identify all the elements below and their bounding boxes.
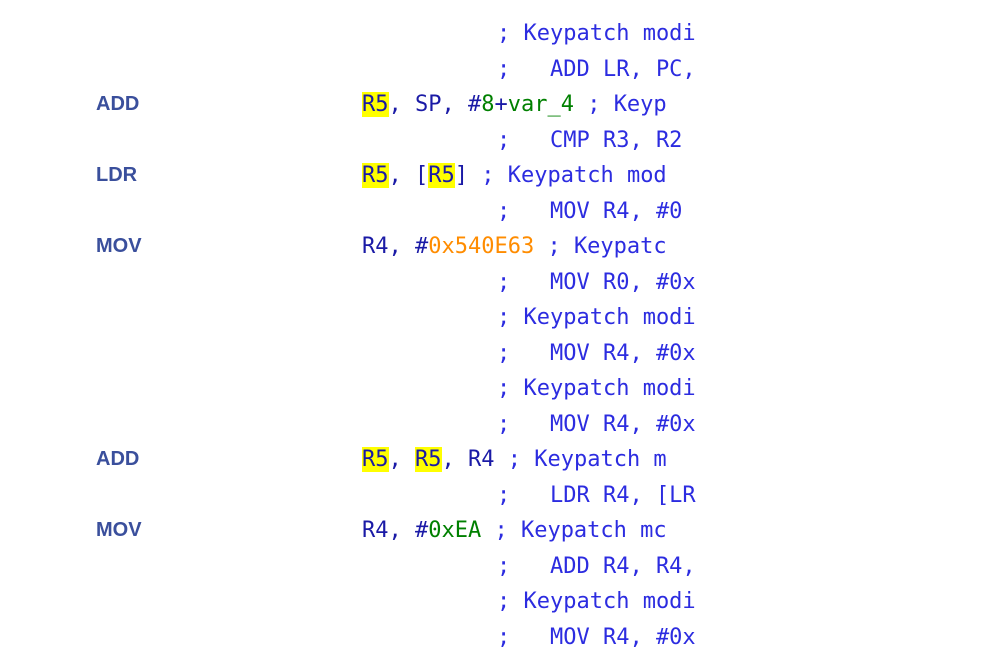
instruction-mnemonic: MOV <box>96 235 142 257</box>
inline-comment: ; Keypatc <box>534 234 667 259</box>
operand-text: , <box>388 447 415 472</box>
listing-row[interactable]: ; MOV R4, #0x <box>0 407 752 443</box>
listing-row[interactable]: ; MOV R4, #0 <box>0 194 752 230</box>
listing-row[interactable]: ; LDR R4, [LR <box>0 478 752 514</box>
listing-row[interactable]: ; MOV R4, #0x <box>0 620 752 656</box>
highlighted-register[interactable]: R5 <box>428 163 455 188</box>
listing-row[interactable]: MOV R4, #0x540E63 ; Keypatc <box>0 229 752 265</box>
comment-line: ; ADD LR, PC, <box>497 56 696 82</box>
symbol-token: 0xEA <box>428 518 482 543</box>
listing-row[interactable]: ADD R5, SP, #8+var_4 ; Keyp <box>0 87 752 123</box>
listing-row[interactable]: ; CMP R3, R2 <box>0 123 752 159</box>
comment-line: ; ADD R4, R4, <box>497 553 696 579</box>
highlighted-register[interactable]: R5 <box>415 447 442 472</box>
instruction-mnemonic: LDR <box>96 164 138 186</box>
inline-comment: ; Keypatch mod <box>481 163 667 188</box>
operand-text: , SP, # <box>388 92 482 117</box>
comment-line: ; Keypatch modi <box>497 589 696 614</box>
listing-row[interactable]: ; ADD R4, R4, <box>0 549 752 585</box>
immediate-value: 0x540E63 <box>428 234 535 259</box>
listing-row[interactable]: LDR R5, [R5] ; Keypatch mod <box>0 158 752 194</box>
comment-line: ; Keypatch modi <box>497 305 696 330</box>
comment-line: ; MOV R4, #0x <box>497 340 696 366</box>
symbol-token: var_4 <box>507 92 574 117</box>
operand-text: R4, # <box>362 234 429 259</box>
listing-row[interactable]: ; MOV R4, #0x <box>0 336 752 372</box>
instruction-mnemonic: MOV <box>96 519 142 541</box>
comment-line: ; CMP R3, R2 <box>497 127 683 153</box>
listing-row[interactable]: ; Keypatch modi <box>0 300 752 336</box>
comment-line: ; MOV R4, #0x <box>497 411 696 437</box>
operand-text: + <box>494 92 508 117</box>
highlighted-register[interactable]: R5 <box>362 92 389 117</box>
instruction-operands: R5, [R5] ; Keypatch mod <box>362 158 667 194</box>
listing-row[interactable]: ; Keypatch modi <box>0 16 752 52</box>
operand-text: , R4 <box>441 447 508 472</box>
listing-row[interactable]: ; ADD LR, PC, <box>0 52 752 88</box>
instruction-operands: R5, SP, #8+var_4 ; Keyp <box>362 87 667 123</box>
listing-row[interactable]: MOV R4, #0xEA ; Keypatch mc <box>0 513 752 549</box>
operand-text: R4, # <box>362 518 429 543</box>
instruction-operands: R5, R5, R4 ; Keypatch m <box>362 442 667 478</box>
instruction-operands: R4, #0x540E63 ; Keypatc <box>362 229 667 265</box>
listing-row[interactable]: ; Keypatch modi <box>0 371 752 407</box>
highlighted-register[interactable]: R5 <box>362 447 389 472</box>
comment-line: ; MOV R4, #0x <box>497 624 696 650</box>
instruction-mnemonic: ADD <box>96 448 140 470</box>
comment-line: ; MOV R0, #0x <box>497 269 696 295</box>
comment-line: ; Keypatch modi <box>497 376 696 401</box>
inline-comment: ; Keypatch m <box>507 447 667 472</box>
comment-line: ; Keypatch modi <box>497 21 696 46</box>
instruction-operands: R4, #0xEA ; Keypatch mc <box>362 513 667 549</box>
instruction-mnemonic: ADD <box>96 93 140 115</box>
highlighted-register[interactable]: R5 <box>362 163 389 188</box>
inline-comment: ; Keyp <box>573 92 667 117</box>
listing-row[interactable]: ; MOV R0, #0x <box>0 265 752 301</box>
symbol-token: 8 <box>481 92 495 117</box>
listing-row[interactable]: ; Keypatch modi <box>0 584 752 620</box>
operand-text: ] <box>454 163 482 188</box>
operand-text: , [ <box>388 163 429 188</box>
inline-comment: ; Keypatch mc <box>481 518 667 543</box>
comment-line: ; LDR R4, [LR <box>497 482 696 508</box>
comment-line: ; MOV R4, #0 <box>497 198 683 224</box>
